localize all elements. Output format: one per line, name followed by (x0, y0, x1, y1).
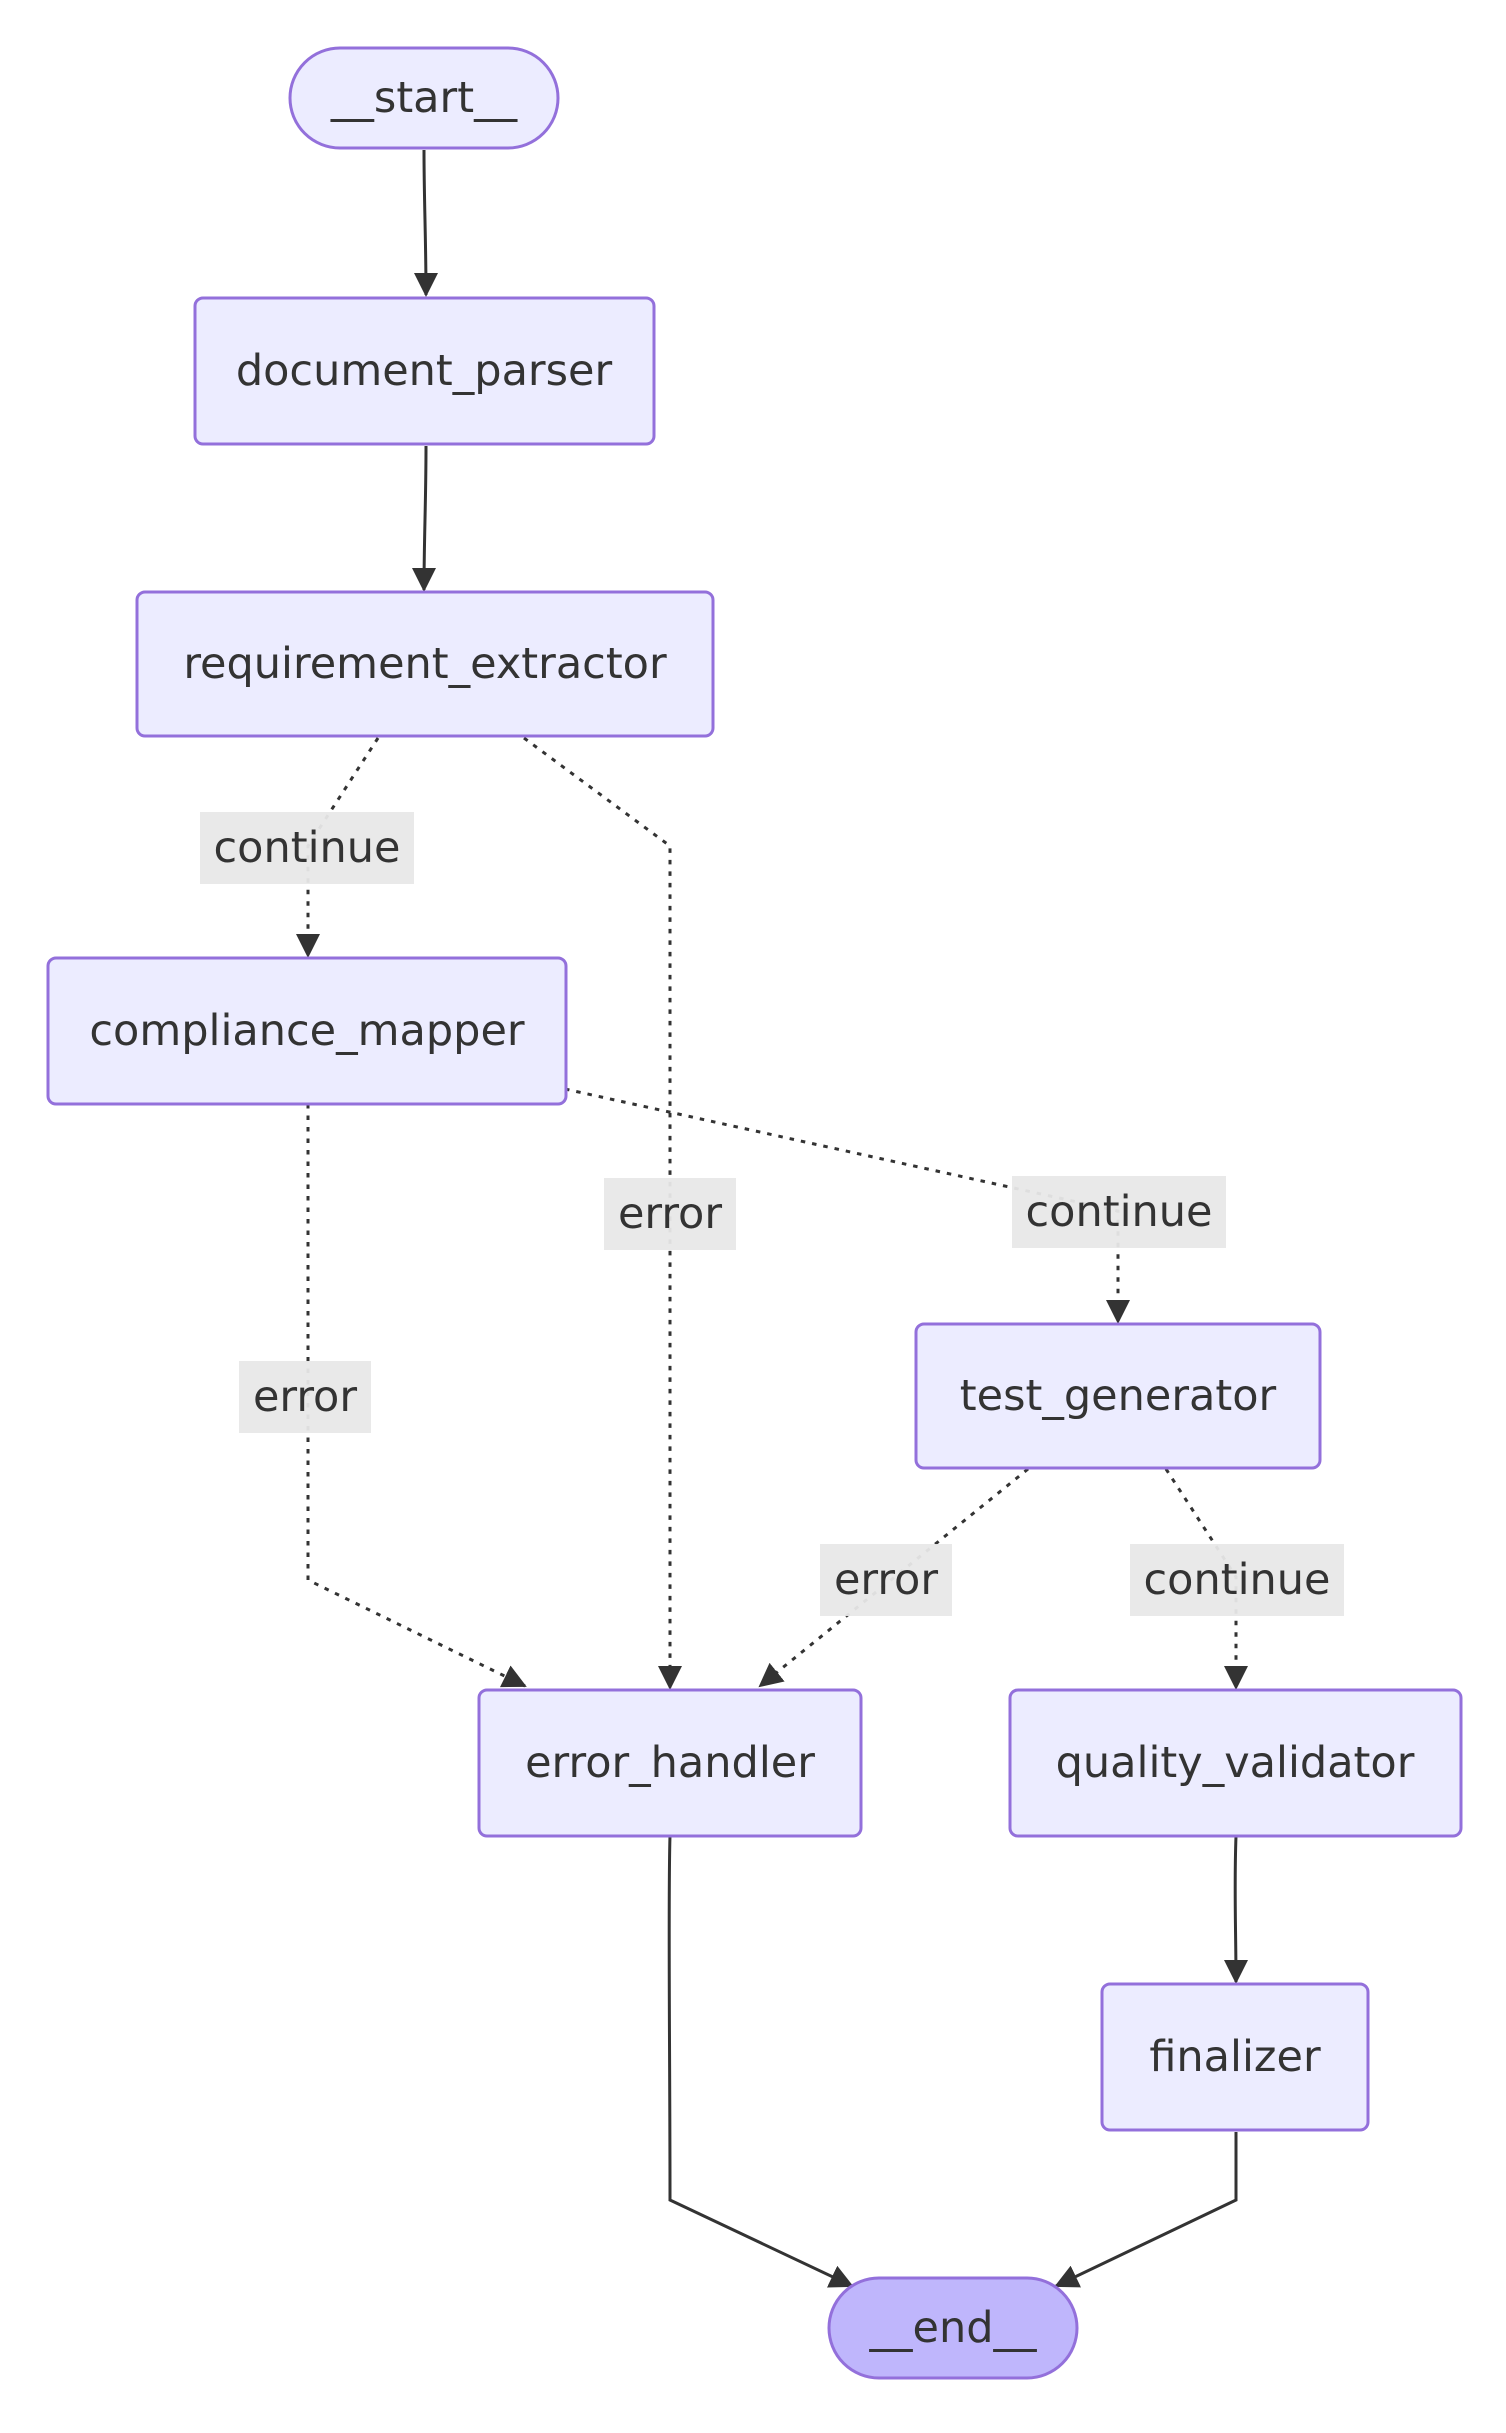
edge-error-handler-to-end (667, 1835, 854, 2288)
svg-text:error: error (618, 1189, 722, 1239)
svg-text:document_parser: document_parser (236, 346, 613, 396)
edge-label-comp-error: error (239, 1361, 371, 1433)
edge-label-test-continue: continue (1130, 1544, 1344, 1616)
node-quality-validator[interactable]: quality_validator (1008, 1688, 1463, 1838)
node-test-generator[interactable]: test_generator (914, 1322, 1322, 1470)
svg-text:__end__: __end__ (868, 2303, 1037, 2353)
svg-text:continue: continue (1144, 1555, 1331, 1605)
node-requirement-extractor[interactable]: requirement_extractor (135, 590, 715, 738)
edge-quality-validator-to-finalizer (1223, 1835, 1248, 1984)
edge-requirement-extractor-to-error-handler (523, 736, 682, 1690)
svg-text:continue: continue (214, 823, 401, 873)
edge-label-req-error: error (604, 1178, 736, 1250)
svg-text:requirement_extractor: requirement_extractor (183, 639, 667, 689)
node-finalizer[interactable]: finalizer (1100, 1982, 1370, 2132)
edge-compliance-mapper-to-error-handler (306, 1104, 527, 1688)
edge-start-to-document-parser (413, 149, 438, 297)
edge-document-parser-to-requirement-extractor (412, 445, 437, 592)
node-document-parser[interactable]: document_parser (193, 296, 656, 446)
svg-text:continue: continue (1026, 1187, 1213, 1237)
edge-labels: continue error continue error error cont… (200, 812, 1344, 1616)
node-compliance-mapper[interactable]: compliance_mapper (46, 956, 568, 1106)
node-start[interactable]: __start__ (288, 46, 560, 150)
svg-text:test_generator: test_generator (960, 1371, 1277, 1421)
edge-label-test-error: error (820, 1544, 952, 1616)
edge-finalizer-to-end (1054, 2132, 1238, 2288)
svg-text:finalizer: finalizer (1149, 2032, 1321, 2082)
svg-text:error: error (253, 1372, 357, 1422)
edge-label-comp-continue: continue (1012, 1176, 1226, 1248)
nodes: __start__ document_parser requirement_ex… (46, 46, 1463, 2380)
svg-text:quality_validator: quality_validator (1056, 1738, 1415, 1788)
svg-text:error_handler: error_handler (525, 1738, 815, 1788)
svg-text:__start__: __start__ (330, 73, 518, 123)
svg-text:error: error (834, 1555, 938, 1605)
node-error-handler[interactable]: error_handler (477, 1688, 863, 1838)
svg-text:compliance_mapper: compliance_mapper (89, 1006, 525, 1056)
node-end[interactable]: __end__ (827, 2276, 1079, 2380)
edge-label-req-continue: continue (200, 812, 414, 884)
